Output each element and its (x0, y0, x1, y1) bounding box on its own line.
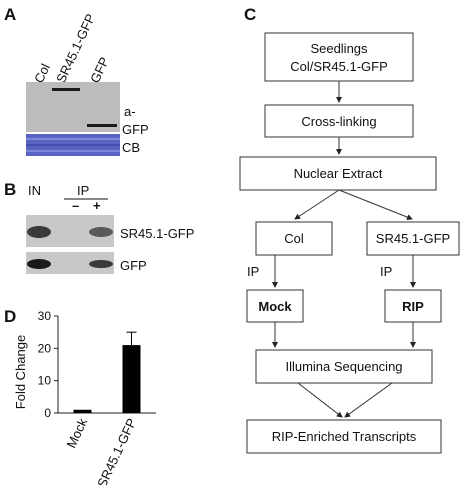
x-tick-label-1: SR45.1-GFP (94, 416, 139, 485)
box-nuclear-extract (239, 156, 437, 191)
panel-a: A Col SR45.1-GFP GFP a- GFP CB (4, 5, 149, 156)
box-col (255, 221, 333, 256)
bar-0 (73, 409, 92, 413)
box-sr451-gfp-label: SR45.1-GFP (376, 231, 450, 246)
arrow-illumina-enriched-right (344, 382, 393, 418)
panel-b: B IN IP – + SR45.1-GFP GFP (4, 180, 194, 274)
ip-left-label: IP (247, 264, 259, 279)
band-input-sr451 (27, 226, 51, 238)
box-col-label: Col (284, 231, 304, 246)
band-input-gfp (27, 259, 51, 269)
box-rip (384, 289, 442, 323)
panel-a-letter: A (4, 5, 16, 24)
ip-minus-label: – (72, 198, 79, 213)
arrow-nuclear-sr451 (338, 189, 413, 220)
box-mock (246, 289, 304, 323)
box-illumina-sequencing (255, 349, 433, 384)
y-tick-label: 10 (38, 374, 52, 388)
y-tick-label: 20 (38, 341, 52, 355)
band-gfp (87, 124, 117, 127)
y-axis-label: Fold Change (13, 335, 28, 409)
input-label: IN (28, 183, 41, 198)
panel-c (239, 32, 460, 454)
box-seedlings (264, 32, 414, 82)
antibody-label-gfp: GFP (122, 122, 149, 137)
bar-1 (122, 345, 141, 413)
box-seedlings-line2: Col/SR45.1-GFP (290, 59, 388, 74)
ip-right-label: IP (380, 264, 392, 279)
box-nuclear-extract-label: Nuclear Extract (294, 166, 383, 181)
box-crosslinking-label: Cross-linking (301, 114, 376, 129)
box-illumina-label: Illumina Sequencing (285, 359, 402, 374)
box-mock-label: Mock (258, 299, 292, 314)
band-sr451-gfp (52, 88, 80, 91)
x-tick-label-0: Mock (63, 415, 90, 450)
row-label-gfp: GFP (120, 258, 147, 273)
panel-c-letter: C (244, 5, 256, 24)
y-tick-label: 30 (38, 309, 52, 323)
blot-row-gfp (26, 252, 114, 274)
lane-label-gfp: GFP (87, 55, 112, 86)
box-rip-enriched-label: RIP-Enriched Transcripts (272, 429, 417, 444)
panel-c-text: C Seedlings Col/SR45.1-GFP Cross-linking… (244, 5, 450, 444)
arrow-illumina-enriched-left (297, 382, 343, 418)
lane-label-col: Col (31, 61, 53, 85)
arrow-nuclear-col (294, 189, 340, 220)
box-crosslinking (264, 104, 414, 138)
ip-label: IP (77, 183, 89, 198)
box-rip-enriched (246, 419, 442, 454)
row-label-sr451-gfp: SR45.1-GFP (120, 226, 194, 241)
panel-b-letter: B (4, 180, 16, 199)
box-seedlings-line1: Seedlings (310, 41, 368, 56)
y-tick-label: 0 (44, 406, 51, 420)
antibody-label-a: a- (124, 104, 136, 119)
coomassie-label: CB (122, 140, 140, 155)
ip-plus-label: + (93, 198, 101, 213)
band-ip-sr451 (89, 227, 113, 237)
band-ip-gfp (89, 260, 113, 268)
box-rip-label: RIP (402, 299, 424, 314)
panel-d-letter: D (4, 307, 16, 326)
